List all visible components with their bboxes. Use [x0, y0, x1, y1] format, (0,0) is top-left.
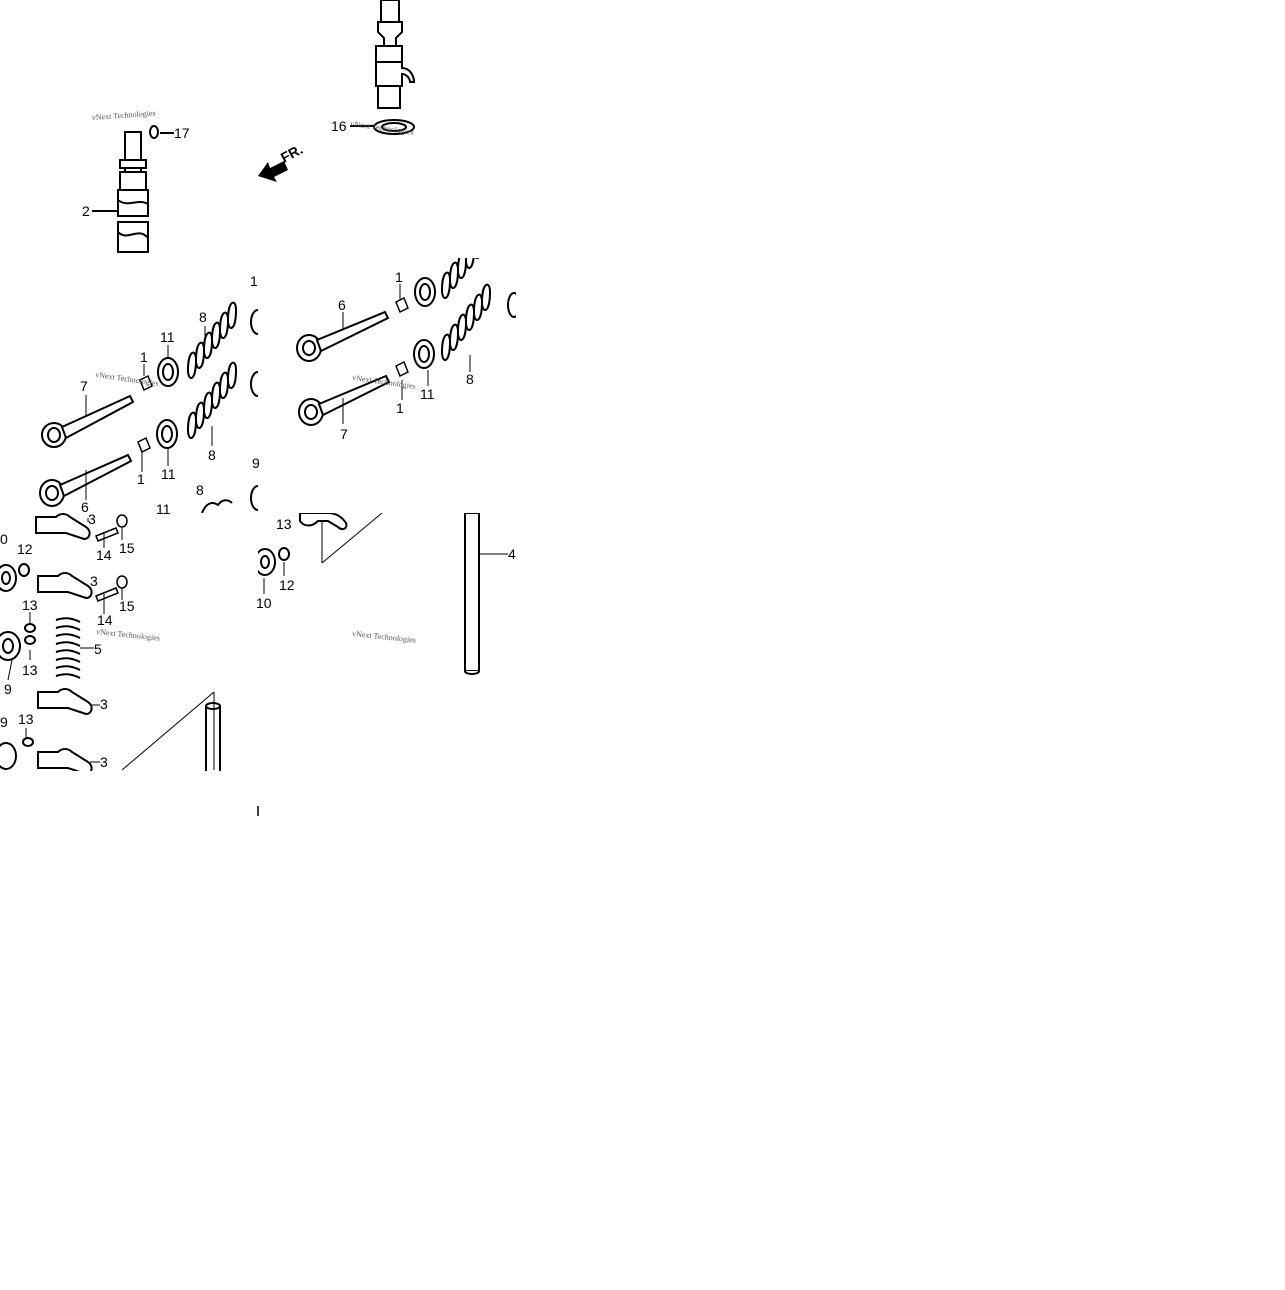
camshaft: [375, 0, 416, 109]
callout-14: 14: [97, 612, 113, 628]
callout-3: 3: [90, 573, 98, 589]
callout-17: 17: [174, 125, 190, 141]
callout-15: 15: [119, 598, 135, 614]
push-rod-lower: [205, 702, 221, 771]
valve-group-right: [296, 258, 516, 426]
adjusting-screw: [95, 514, 128, 602]
valve-group-left: [39, 301, 258, 513]
clip-17: [149, 125, 174, 139]
rocker-arm: [35, 513, 93, 771]
callout-11: 11: [420, 386, 435, 402]
front-direction-arrow: FR.: [258, 141, 305, 182]
callout-6: 6: [338, 297, 346, 313]
callout-8: 8: [466, 371, 474, 387]
rocker-spring: [55, 617, 81, 679]
callout-11: 11: [156, 501, 171, 517]
callout-9-small: 9: [252, 455, 260, 471]
rocker-arm-group-right: [258, 513, 508, 675]
leader-lines-left: [85, 326, 213, 500]
callout-5: 5: [94, 641, 102, 657]
callout-6: 6: [81, 499, 89, 515]
callout-numbers: 17 16 2 1 8 11 1 7 11 8 1 6 8 11 1 6 1 1…: [0, 118, 516, 770]
callout-13: 13: [22, 597, 38, 613]
callout-14: 14: [96, 547, 112, 563]
callout-7: 7: [340, 426, 348, 442]
thrust-washer: [350, 119, 415, 135]
watermark-text: vNext Technologies: [96, 627, 161, 643]
pivot-nut: [0, 563, 36, 770]
governor-shaft: [92, 131, 149, 253]
valve-stem-seal: [137, 374, 153, 454]
callout-12: 12: [279, 577, 295, 593]
callout-10: 10: [256, 595, 272, 611]
callout-8: 8: [199, 309, 207, 325]
callout-8: 8: [196, 482, 204, 498]
callout-7: 7: [80, 378, 88, 394]
callout-3: 3: [100, 696, 108, 712]
exhaust-valve: [41, 394, 135, 448]
callout-3: 3: [88, 511, 96, 527]
push-rod: [464, 513, 508, 675]
callout-13: 13: [22, 662, 38, 678]
callout-13: 13: [18, 711, 34, 727]
rocker-arm-group-left: [0, 513, 221, 771]
callout-13: 13: [276, 516, 292, 532]
callout-12: 12: [17, 541, 33, 557]
watermark-text: vNext Technologies: [352, 629, 417, 645]
callout-3: 3: [100, 754, 108, 770]
callout-1: 1: [396, 400, 404, 416]
exhaust-valve-right: [298, 374, 391, 426]
callout-16: 16: [331, 118, 347, 134]
callout-9: 9: [4, 681, 12, 697]
callout-1: 1: [395, 269, 403, 285]
watermark-text: vNext Technologies: [92, 109, 156, 122]
callout-11: 11: [161, 466, 176, 482]
intake-valve: [39, 453, 133, 507]
callout-4: 4: [508, 546, 516, 562]
watermark-text: vNext Technologies: [95, 370, 160, 388]
callout-1: 1: [137, 471, 145, 487]
callout-11: 11: [160, 329, 175, 345]
callout-8: 8: [208, 447, 216, 463]
front-label: FR.: [278, 141, 305, 166]
spring-retainer: [156, 357, 179, 449]
callout-15: 15: [119, 540, 135, 556]
callout-2: 2: [82, 203, 90, 219]
valve-spring: [187, 301, 237, 439]
callout-1-top: 1: [250, 273, 258, 289]
intake-valve-right: [296, 310, 390, 362]
callout-1: 1: [140, 349, 148, 365]
callout-10: 0: [0, 531, 8, 547]
callout-9: 9: [0, 714, 8, 730]
